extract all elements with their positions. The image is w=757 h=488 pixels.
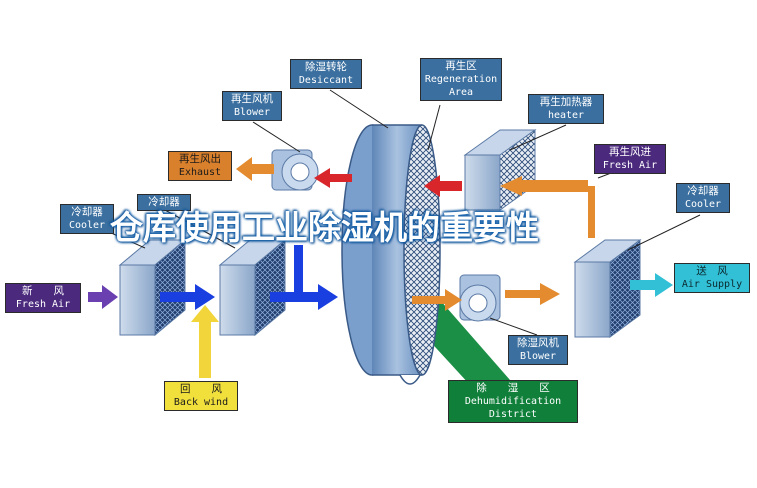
process-air-arrow [412,289,462,311]
label-regen-blower-en: Blower [233,107,271,118]
label-dehum-district-cn: 除 湿 区 [476,382,550,394]
label-regen-blower-cn: 再生风机 [231,93,273,105]
label-cooler-right-en: Cooler [684,199,722,210]
label-cooler-left-en: Cooler [68,220,106,231]
label-air-supply: 送 风 Air Supply [674,263,750,293]
dry-air-riser [294,245,303,295]
regen-hot-arrow [424,175,462,197]
label-dehum-district-en: Dehumidification District [464,396,562,420]
dry-air-arrow-1 [160,284,215,310]
label-cooler-right-cn: 冷却器 [687,185,719,197]
label-cooler-left: 冷却器 Cooler [60,204,114,234]
label-regen-heater: 再生加热器 heater [528,94,604,124]
label-fresh-air: 新 风 Fresh Air [5,283,81,313]
regen-heater-unit [463,129,537,211]
dry-air-arrow-2 [270,284,338,310]
label-regen-fresh-air-en: Fresh Air [602,160,658,171]
desiccant-wheel [341,124,441,385]
label-regen-fresh-air: 再生风进 Fresh Air [594,144,666,174]
label-exhaust-en: Exhaust [178,167,222,178]
label-cooler-mid-cn: 冷却器 [148,196,180,208]
label-back-wind-en: Back wind [173,397,229,408]
label-dehum-district: 除 湿 区 Dehumidification District [448,380,578,423]
label-regen-area-cn: 再生区 [445,60,477,72]
label-exhaust: 再生风出 Exhaust [168,151,232,181]
label-regen-heater-cn: 再生加热器 [539,96,593,108]
label-regen-heater-en: heater [547,110,585,121]
blower-out-arrow [505,283,560,305]
regen-blower-unit [271,149,319,191]
page-title: 仓库使用工业除湿机的重要性 [110,208,539,247]
label-dehum-blower-en: Blower [519,351,557,362]
label-exhaust-cn: 再生风出 [179,153,221,165]
label-fresh-air-cn: 新 风 [22,285,64,297]
label-regen-fresh-air-cn: 再生风进 [609,146,651,158]
label-back-wind: 回 风 Back wind [164,381,238,411]
back-wind-arrow [191,305,219,378]
label-dehum-blower-cn: 除湿风机 [517,337,559,349]
dehum-blower-unit [459,274,501,322]
cooler-mid-unit [218,238,287,337]
label-desiccant-cn: 除湿转轮 [305,61,347,73]
fresh-air-arrow [88,285,118,309]
regen-out-arrow [314,168,352,188]
regen-inlet-head [500,176,522,196]
regen-inlet-arrow [515,180,595,238]
label-regen-blower: 再生风机 Blower [222,91,282,121]
label-fresh-air-en: Fresh Air [15,299,71,310]
label-air-supply-en: Air Supply [681,279,743,290]
label-regen-area: 再生区 Regeneration Area [420,58,502,101]
label-desiccant: 除湿转轮 Desiccant [290,59,362,89]
air-supply-arrow [630,273,673,297]
exhaust-arrow [236,157,274,181]
airflow-arrows [88,157,673,378]
label-desiccant-en: Desiccant [298,75,354,86]
label-cooler-right: 冷却器 Cooler [676,183,730,213]
cooler-left-unit [118,238,187,337]
label-cooler-left-cn: 冷却器 [71,206,103,218]
label-back-wind-cn: 回 风 [180,383,222,395]
label-dehum-blower: 除湿风机 Blower [508,335,568,365]
cooler-right-unit [573,239,642,338]
label-air-supply-cn: 送 风 [696,265,728,277]
label-regen-area-en: Regeneration Area [424,74,498,98]
label-cooler-mid: 冷却器 [137,194,191,211]
